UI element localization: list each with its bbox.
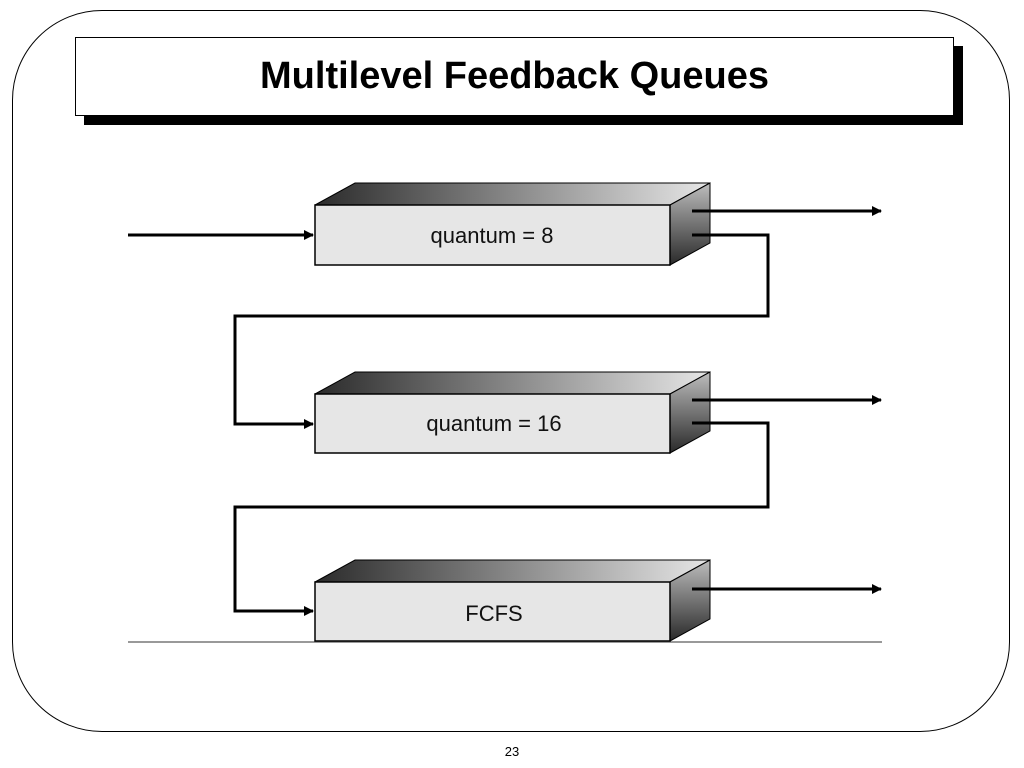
queue-label-1: quantum = 8 <box>431 223 554 248</box>
queue-box-3-front <box>314 581 671 642</box>
demotion-connector-1 <box>233 233 770 429</box>
title-box: Multilevel Feedback Queues <box>75 37 954 116</box>
page-number: 23 <box>504 744 520 759</box>
slide-title: Multilevel Feedback Queues <box>260 55 769 97</box>
queue-box-3: FCFS <box>314 559 711 642</box>
slide-frame <box>12 10 1010 732</box>
queue-box-3-top <box>314 559 711 583</box>
queue-box-2: quantum = 16 <box>314 371 711 454</box>
queue-box-2-top <box>314 371 711 395</box>
queue-label-3: FCFS <box>465 601 522 626</box>
queue-box-1: quantum = 8 <box>314 182 711 266</box>
demotion-connector-2 <box>233 421 770 616</box>
queue-box-2-front <box>314 393 671 454</box>
queue-box-1-top <box>314 182 711 206</box>
queue-label-2: quantum = 16 <box>426 411 561 436</box>
queue-box-1-front <box>314 204 671 266</box>
